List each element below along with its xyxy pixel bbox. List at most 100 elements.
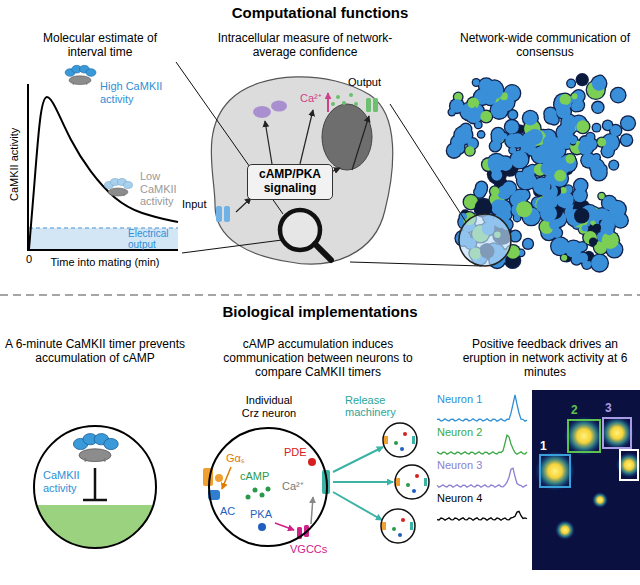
- camkii-hub: [69, 76, 91, 85]
- neuron-blob: [577, 74, 588, 85]
- node-text: cAMP/PKA signaling: [255, 168, 325, 196]
- neuron-outline: [566, 79, 576, 89]
- vesicle: [354, 102, 358, 106]
- neuron-blob: [511, 151, 529, 169]
- camkii-leg: [84, 458, 86, 461]
- activity-hotspot: [555, 520, 575, 540]
- signal-arrow: [236, 198, 251, 212]
- imaging-frame: [532, 390, 640, 570]
- panel-heading: Positive feedback drives an eruption in …: [455, 338, 635, 379]
- calcium-trace: [437, 435, 527, 454]
- neuron-blob: [569, 136, 577, 144]
- trace-label: Neuron 1: [437, 393, 482, 406]
- neuron-blob: [491, 102, 508, 119]
- camkii-hub: [108, 188, 128, 196]
- neuron-blob: [510, 133, 524, 147]
- pka-arrow: [275, 523, 294, 530]
- zoom-line: [390, 104, 466, 222]
- neuron-blob: [449, 109, 455, 115]
- vesicle: [331, 102, 335, 106]
- io-label: Output: [348, 76, 381, 89]
- mini-release: [424, 478, 427, 486]
- neuron-blob: [592, 102, 603, 113]
- mini-receptor: [384, 436, 388, 444]
- panel-heading: Intracellular measure of network-average…: [210, 32, 400, 60]
- neuron-blob: [589, 237, 597, 245]
- neuron-blob: [543, 135, 557, 149]
- roi-box: [568, 420, 600, 452]
- mini-pka: [412, 489, 416, 493]
- panel-heading: Molecular estimate of interval time: [25, 32, 175, 60]
- component-label: cAMP: [240, 470, 269, 483]
- neuron-blob: [509, 110, 518, 119]
- activity-hotspot: [600, 416, 634, 450]
- roi-number: 2: [571, 404, 578, 418]
- neuron-blob: [556, 104, 570, 118]
- neuron-blob: [519, 190, 529, 200]
- mini-pka: [398, 533, 402, 537]
- panel-heading: Network-wide communication of consensus: [455, 32, 635, 60]
- trace-label: Neuron 3: [437, 459, 482, 472]
- component-label: Ca²⁺: [282, 480, 304, 493]
- neuron-outline: [620, 115, 636, 131]
- release-machinery: [322, 470, 330, 494]
- signal-arrow: [352, 116, 369, 170]
- camkii-holoenzyme: [105, 179, 133, 197]
- node-text: CaMKII activity: [43, 469, 93, 494]
- neuron-blob: [593, 124, 600, 131]
- neuron-blob: [533, 177, 550, 194]
- neuron-blob: [591, 255, 608, 272]
- activity-hotspot: [592, 492, 608, 508]
- zoom-lens: [459, 214, 511, 266]
- neuron-blob: [465, 146, 474, 155]
- signal-arrow: [265, 121, 272, 164]
- neuron-blob: [566, 154, 575, 163]
- calcium-trace: [437, 468, 527, 487]
- axis-label: CaMKII activity: [8, 109, 21, 219]
- neuron-blob: [597, 76, 604, 83]
- state-label: Low CaMKII activity: [140, 170, 186, 208]
- target-neuron-body: [381, 509, 415, 543]
- neuron-blob: [567, 80, 574, 87]
- ca-arrow: [327, 93, 329, 112]
- neuron-blob: [468, 100, 476, 108]
- component-label: PDE: [284, 446, 307, 459]
- neuron-blob: [490, 141, 500, 151]
- target-neuron: [381, 509, 415, 543]
- receptor: [224, 206, 230, 222]
- camkii-leg: [123, 194, 124, 196]
- node-text: Individual Crz neuron: [236, 394, 302, 419]
- g-protein: [215, 474, 223, 482]
- camkii-leg: [111, 194, 112, 196]
- neuron-blob: [480, 111, 491, 122]
- mini-pka: [400, 447, 404, 451]
- nucleus: [322, 104, 372, 170]
- neuron-blob: [473, 79, 479, 85]
- neuron-blob: [621, 116, 635, 130]
- roi-box: [603, 418, 631, 448]
- signal-arrow: [300, 110, 313, 164]
- release-arrow: [333, 492, 382, 520]
- neuron-blob: [621, 135, 632, 146]
- cell-body: [211, 77, 392, 264]
- neuron-outline: [610, 87, 627, 104]
- neuron-outline: [576, 73, 589, 86]
- neuron-blob: [599, 193, 605, 199]
- neuron-blob: [609, 161, 618, 170]
- vesicle: [349, 93, 353, 97]
- neuron-blob: [523, 239, 533, 249]
- mini-release: [412, 436, 415, 444]
- neuron-blob: [475, 122, 481, 128]
- neuron-blob: [486, 82, 503, 99]
- panel-heading: cAMP accumulation induces communication …: [208, 338, 428, 379]
- mini-release: [410, 522, 413, 530]
- camkii-leg: [104, 458, 106, 461]
- neuron-blob: [582, 225, 588, 231]
- neuron-blob: [561, 255, 567, 261]
- neuron-blob: [609, 201, 626, 218]
- roi-box: [540, 455, 570, 487]
- magnifier-handle: [315, 244, 331, 260]
- neuron-blob: [516, 172, 524, 180]
- activity-hotspot: [564, 416, 604, 456]
